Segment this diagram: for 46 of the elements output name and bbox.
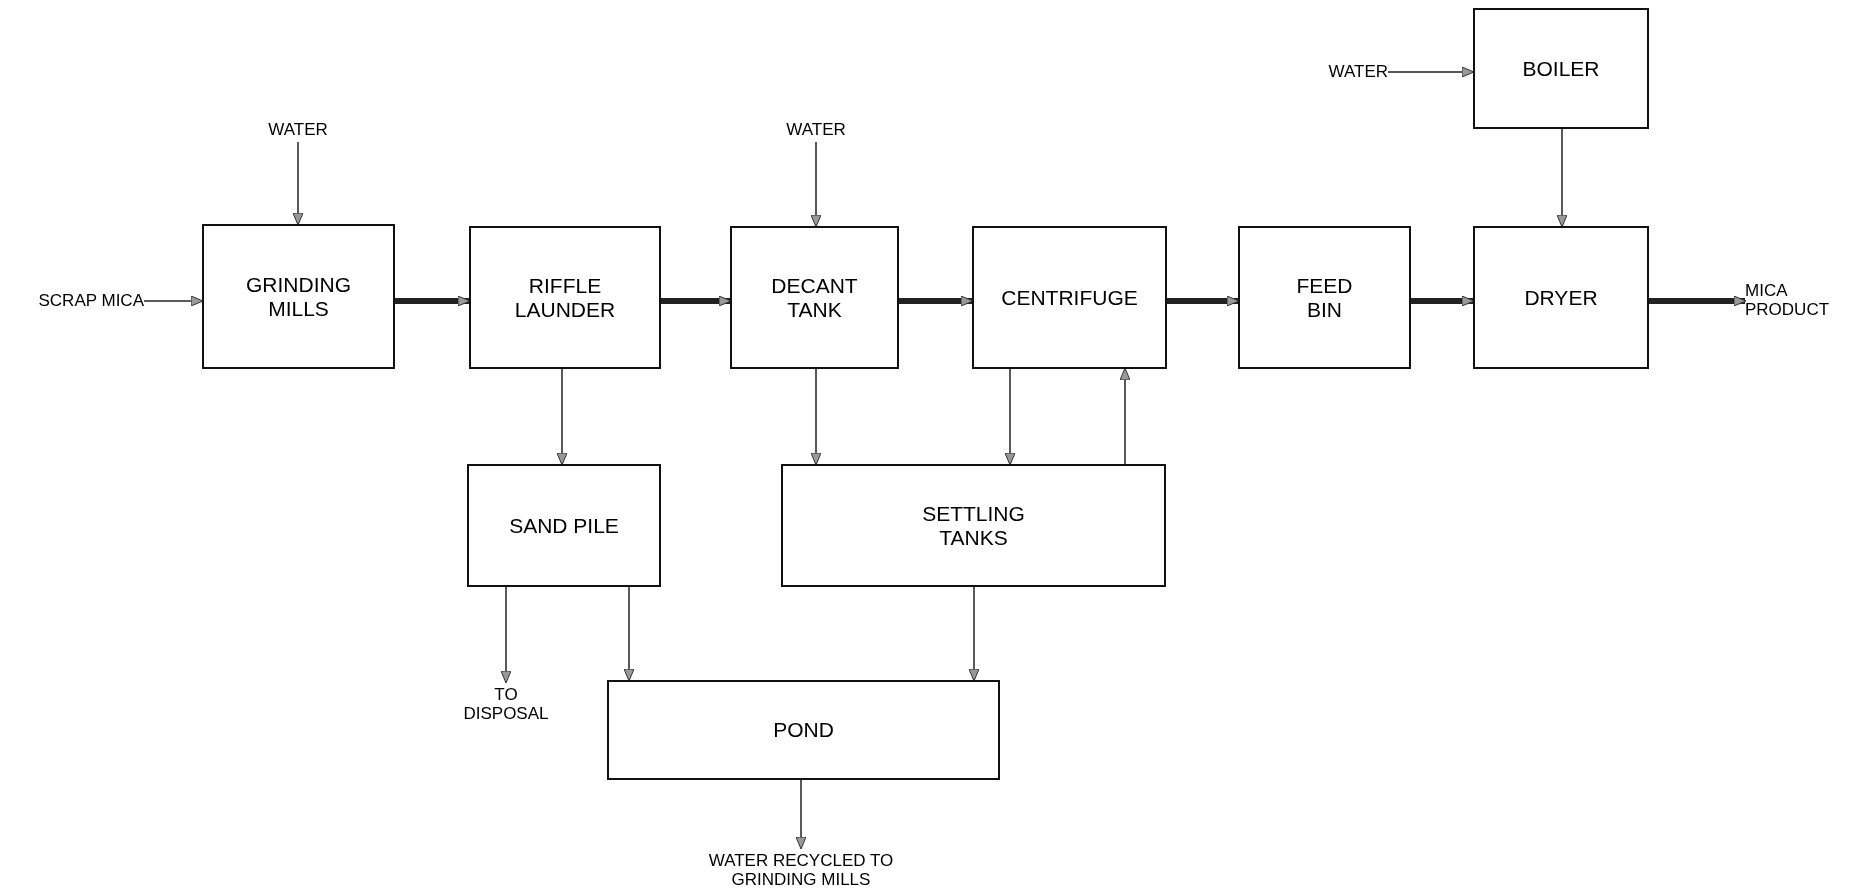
arrow (661, 295, 732, 307)
flow-text: WATER (1308, 60, 1388, 84)
process-box (469, 226, 661, 369)
flow-text: WATER (776, 118, 856, 142)
arrow (623, 586, 635, 682)
box-label: SAND PILE (509, 513, 619, 538)
box-label: POND (773, 718, 834, 742)
flow-text: TO DISPOSAL (451, 682, 561, 728)
arrow (1387, 66, 1475, 78)
arrow (810, 368, 822, 466)
process-box (1473, 226, 1649, 369)
arrow (292, 141, 304, 226)
arrow (1411, 295, 1475, 307)
arrow (1119, 367, 1131, 465)
arrow (1167, 295, 1240, 307)
arrow (795, 779, 807, 850)
process-box (972, 226, 1167, 369)
box-label: RIFFLE LAUNDER (513, 273, 617, 322)
arrow (1004, 368, 1016, 466)
arrow (810, 141, 822, 228)
arrow (395, 295, 471, 307)
box-label: SETTLING TANKS (921, 501, 1026, 550)
arrow (500, 586, 512, 684)
box-label: BOILER (1522, 56, 1600, 81)
process-box (730, 226, 899, 369)
flow-text: WATER (258, 118, 338, 142)
box-label: DRYER (1524, 285, 1598, 310)
box-label: FEED BIN (1295, 273, 1354, 322)
process-box (1238, 226, 1411, 369)
arrow (1556, 128, 1568, 228)
arrow (556, 368, 568, 466)
flow-text: SCRAP MICA (6, 289, 144, 313)
process-box (1473, 8, 1649, 129)
process-box (467, 464, 661, 587)
box-label: DECANT TANK (770, 273, 859, 322)
arrow (968, 586, 980, 682)
process-box (781, 464, 1166, 587)
arrow (899, 295, 974, 307)
process-box (202, 224, 395, 369)
arrow (1649, 295, 1747, 307)
box-label: CENTRIFUGE (1001, 285, 1138, 310)
arrow (143, 295, 204, 307)
flow-text: MICA PRODUCT (1745, 276, 1855, 326)
flow-text: WATER RECYCLED TO GRINDING MILLS (706, 848, 896, 894)
process-box (607, 680, 1000, 780)
box-label: GRINDING MILLS (245, 272, 352, 321)
